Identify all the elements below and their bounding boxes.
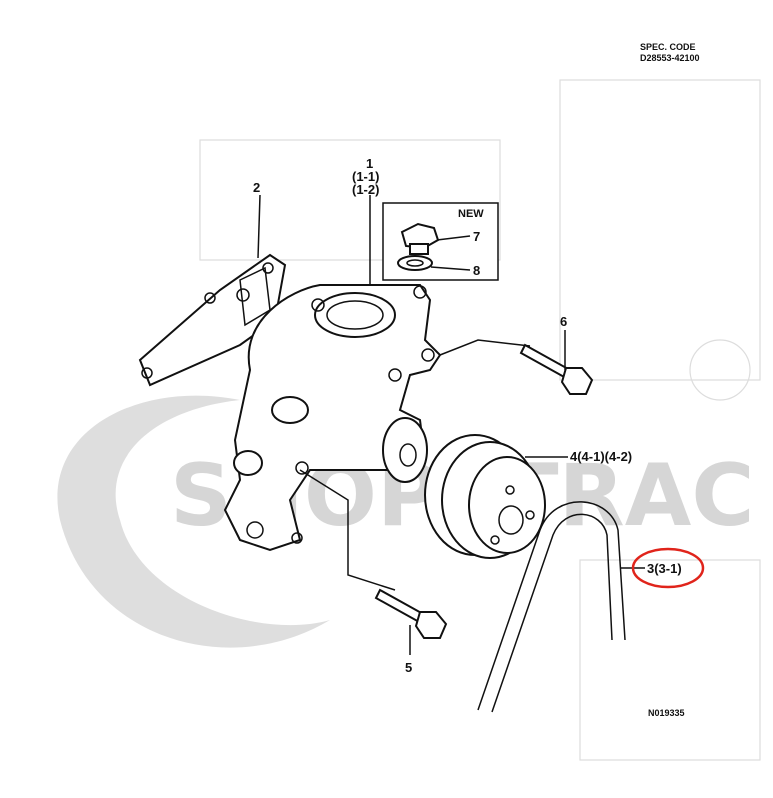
callout-7: 7 [473, 229, 480, 244]
spec-code-label: SPEC. CODE [640, 42, 696, 52]
new-box-label: NEW [458, 208, 484, 220]
callout-3: 3(3-1) [647, 561, 682, 576]
water-pump [223, 195, 442, 552]
background-ghost-drawing [199, 79, 761, 761]
pulley [424, 434, 568, 559]
drawing-number: N019335 [648, 708, 685, 718]
bolt-long [439, 330, 594, 395]
spec-code-value: D28553-42100 [640, 53, 700, 63]
callout-6: 6 [560, 314, 567, 329]
callout-4: 4(4-1)(4-2) [570, 449, 632, 464]
gasket [138, 194, 287, 387]
callout-8: 8 [473, 263, 480, 278]
callout-1: 1 [366, 156, 373, 171]
callout-1-2: (1-2) [352, 182, 379, 197]
highlight-circle [631, 547, 705, 589]
callout-2: 2 [253, 180, 260, 195]
bolt-short [299, 469, 448, 655]
callout-5: 5 [405, 660, 412, 675]
callout-1-1: (1-1) [352, 169, 379, 184]
washer [397, 255, 433, 271]
new-parts-box: NEW [382, 202, 499, 281]
